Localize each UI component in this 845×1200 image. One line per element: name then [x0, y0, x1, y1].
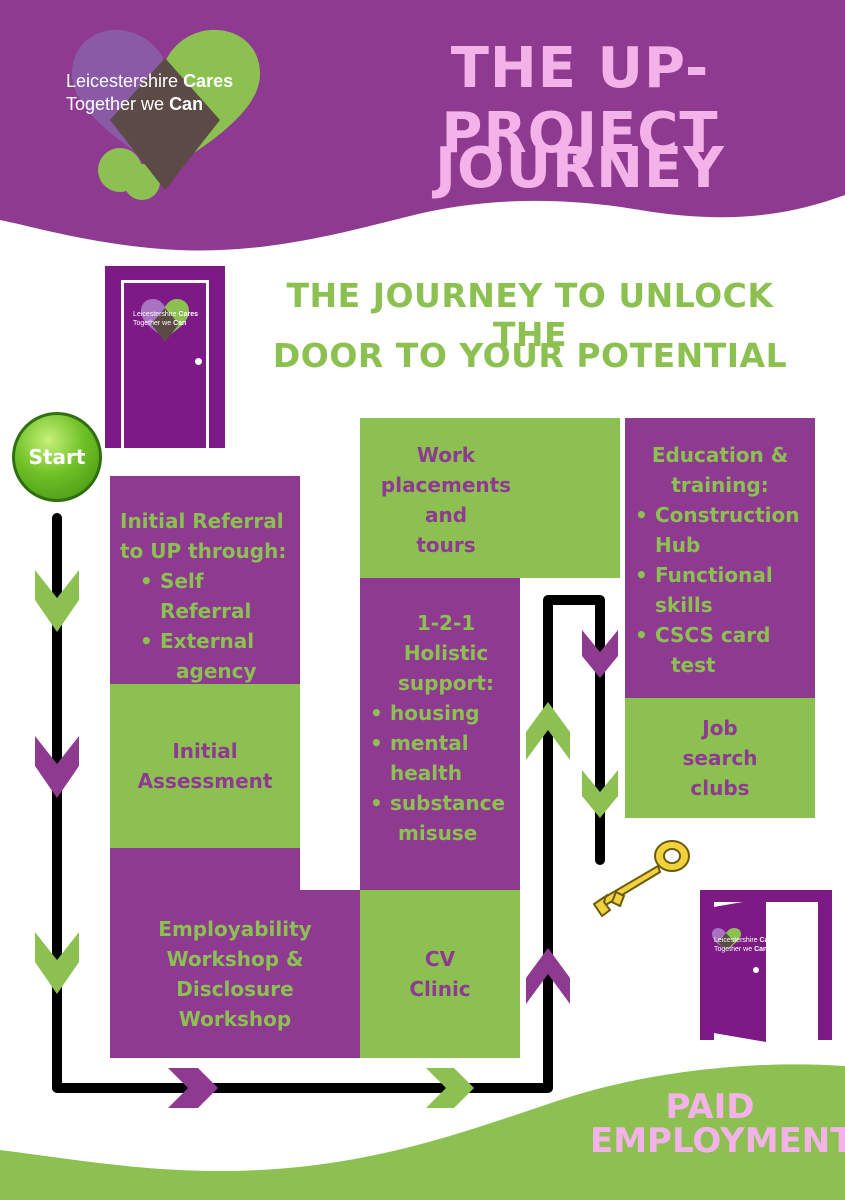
referral-item-continued: agency	[176, 659, 257, 683]
open-door-logo-line1-a: Leicestershire	[714, 937, 760, 944]
employability-line-2: Workshop &	[166, 947, 304, 971]
education-item-continued: Hub	[655, 533, 701, 557]
logo-line1-b: Cares	[183, 71, 234, 91]
door-frame	[121, 280, 209, 448]
step-holistic-support: 1-2-1 Holistic support: housing mental h…	[360, 578, 520, 890]
door-logo-line2-a: Together we	[133, 320, 174, 327]
work-line-2: placements	[380, 473, 512, 497]
holistic-item-continued: health	[390, 761, 462, 785]
work-line-4: tours	[416, 533, 476, 557]
door-logo-text: Leicestershire Cares Together we Can	[133, 310, 203, 328]
work-line-1: Work	[416, 443, 476, 467]
education-line-2: training:	[671, 473, 769, 497]
referral-item: External	[136, 626, 300, 656]
step-employability-workshop: Employability Workshop & Disclosure Work…	[110, 890, 360, 1058]
footer-wave	[0, 1064, 845, 1200]
down-arrow-icon	[35, 932, 79, 994]
door-logo-line2-b: Can	[173, 320, 187, 327]
up-arrow-icon	[526, 702, 570, 760]
holistic-line-3: support:	[398, 671, 494, 695]
education-list: Construction	[625, 500, 815, 530]
open-door-logo-text: Leicestershire Cares Together we Can	[714, 936, 784, 954]
title-line-1: THE UP-PROJECT	[441, 36, 719, 166]
cv-line-2: Clinic	[409, 977, 471, 1001]
job-line-3: clubs	[690, 776, 750, 800]
education-item: Construction	[631, 500, 815, 530]
education-list-3: CSCS card	[625, 620, 815, 650]
down-arrow-icon	[582, 630, 618, 678]
door-logo-line1-a: Leicestershire	[133, 311, 179, 318]
open-door-logo-line1-b: Cares	[759, 937, 779, 944]
subtitle-line-1: THE JOURNEY TO UNLOCK THE	[286, 276, 774, 354]
education-item-continued: test	[671, 653, 716, 677]
logo-line2-b: Can	[169, 94, 204, 114]
down-arrow-icon	[582, 770, 618, 818]
referral-list: Self Referral External	[120, 566, 300, 656]
holistic-item-continued: misuse	[398, 821, 478, 845]
door-logo-icon	[141, 299, 189, 342]
education-line-1: Education &	[651, 443, 789, 467]
employability-line-4: Workshop	[178, 1007, 292, 1031]
work-text: Work placements and tours	[360, 440, 532, 560]
step-work-placements: Work placements and tours	[360, 418, 620, 578]
right-arrow-icon	[168, 1068, 218, 1108]
closed-door: Leicestershire Cares Together we Can	[105, 266, 225, 448]
work-line-3: and	[424, 503, 468, 527]
holistic-line-1: 1-2-1	[416, 611, 476, 635]
paid-employment-line-2: EMPLOYMENT	[590, 1121, 845, 1161]
job-line-1: Job	[702, 716, 738, 740]
down-arrow-icon	[35, 570, 79, 632]
logo-line2-a: Together we	[66, 94, 170, 114]
door-logo-line1-b: Cares	[178, 311, 198, 318]
education-item: Functional	[631, 560, 815, 590]
job-line-2: search	[682, 746, 758, 770]
logo-text: Leicestershire Cares Together we Can	[66, 70, 266, 116]
paid-employment-line-1: PAID	[665, 1087, 755, 1127]
logo-line1-a: Leicestershire	[66, 71, 184, 91]
step-job-search: Job search clubs	[625, 698, 815, 818]
right-arrow-icon	[426, 1068, 474, 1108]
cv-line-1: CV	[424, 947, 456, 971]
header-logo: Leicestershire Cares Together we Can	[60, 22, 272, 202]
heart-logo-icon	[72, 29, 260, 200]
referral-title-2: to UP through:	[120, 539, 287, 563]
employability-line-3: Disclosure	[176, 977, 294, 1001]
employability-line-1: Employability	[158, 917, 312, 941]
holistic-list: housing mental	[360, 698, 520, 758]
up-arrow-icon	[526, 948, 570, 1004]
step-cv-clinic: CV Clinic	[360, 890, 520, 1058]
key-icon	[592, 840, 690, 918]
referral-title-1: Initial Referral	[120, 509, 284, 533]
title-line-2: JOURNEY	[435, 136, 725, 201]
assessment-line-1: Initial	[172, 739, 238, 763]
start-label: Start	[28, 445, 86, 469]
assessment-line-2: Assessment	[137, 769, 273, 793]
open-door-logo-line2-a: Together we	[714, 946, 755, 953]
education-list-2: Functional	[625, 560, 815, 590]
down-arrow-icon	[35, 736, 79, 798]
holistic-list-2: substance	[360, 788, 520, 818]
step-education-training: Education & training: Construction Hub F…	[625, 418, 815, 698]
referral-item: Self Referral	[136, 566, 300, 626]
holistic-line-2: Holistic	[403, 641, 489, 665]
door-knob-icon	[195, 358, 202, 365]
open-door	[708, 898, 766, 1042]
holistic-item: substance	[366, 788, 520, 818]
education-item-continued: skills	[655, 593, 713, 617]
step-initial-referral: Initial Referral to UP through: Self Ref…	[110, 476, 300, 684]
open-door-logo-line2-b: Can	[754, 946, 768, 953]
holistic-item: mental	[366, 728, 520, 758]
subtitle-line-2: DOOR TO YOUR POTENTIAL	[272, 336, 788, 375]
step-initial-assessment: Initial Assessment	[110, 684, 300, 848]
education-item: CSCS card	[631, 620, 815, 650]
holistic-item: housing	[366, 698, 520, 728]
start-button[interactable]: Start	[12, 412, 102, 502]
